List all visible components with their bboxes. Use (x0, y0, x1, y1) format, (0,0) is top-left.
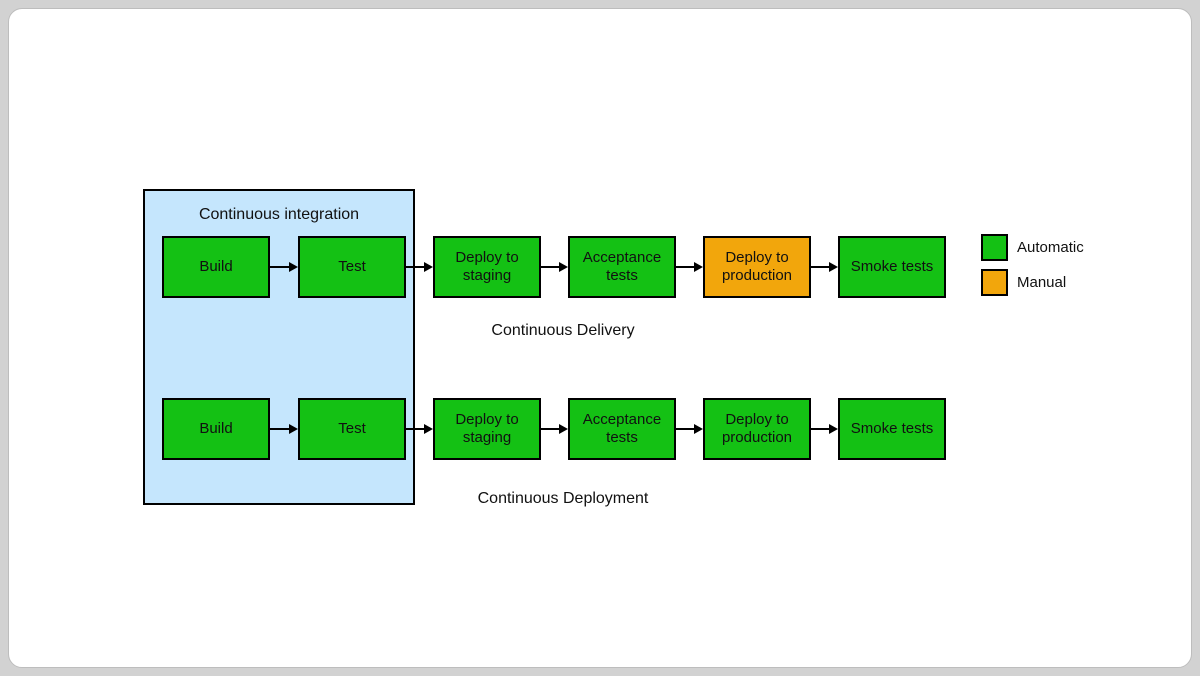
step-label: Deploy to staging (455, 249, 519, 284)
step-label: Smoke tests (850, 420, 934, 437)
step-delivery-smoke-tests: Smoke tests (838, 236, 946, 298)
flow-arrow (406, 424, 433, 434)
flow-arrow (541, 262, 568, 272)
step-label: Test (338, 258, 366, 275)
legend-manual-swatch (981, 269, 1008, 296)
step-label: Deploy to staging (455, 411, 519, 446)
step-delivery-deploy-staging: Deploy to staging (433, 236, 541, 298)
step-deployment-acceptance-tests: Acceptance tests (568, 398, 676, 460)
step-deployment-test: Test (298, 398, 406, 460)
step-delivery-deploy-production: Deploy to production (703, 236, 811, 298)
step-label: Deploy to production (721, 411, 793, 446)
flow-arrow (811, 262, 838, 272)
row-label-continuous-deployment: Continuous Deployment (477, 490, 649, 507)
step-delivery-acceptance-tests: Acceptance tests (568, 236, 676, 298)
flow-arrow (676, 262, 703, 272)
step-label: Acceptance tests (582, 411, 662, 446)
step-label: Smoke tests (850, 258, 934, 275)
flow-arrow (270, 262, 298, 272)
step-deployment-smoke-tests: Smoke tests (838, 398, 946, 460)
flow-arrow (811, 424, 838, 434)
step-label: Build (199, 258, 233, 275)
ci-container-label: Continuous integration (198, 206, 360, 223)
step-label: Test (338, 420, 366, 437)
legend-manual-label: Manual (1017, 274, 1067, 291)
step-label: Deploy to production (721, 249, 793, 284)
step-label: Acceptance tests (582, 249, 662, 284)
step-delivery-test: Test (298, 236, 406, 298)
step-label: Build (199, 420, 233, 437)
legend-automatic-swatch (981, 234, 1008, 261)
step-deployment-deploy-staging: Deploy to staging (433, 398, 541, 460)
flow-arrow (270, 424, 298, 434)
flow-arrow (541, 424, 568, 434)
flow-arrow (676, 424, 703, 434)
flow-arrow (406, 262, 433, 272)
canvas-card: Continuous integration Build Test Deploy… (8, 8, 1192, 668)
legend-automatic-label: Automatic (1017, 239, 1084, 256)
step-deployment-deploy-production: Deploy to production (703, 398, 811, 460)
step-delivery-build: Build (162, 236, 270, 298)
row-label-continuous-delivery: Continuous Delivery (491, 322, 635, 339)
step-deployment-build: Build (162, 398, 270, 460)
